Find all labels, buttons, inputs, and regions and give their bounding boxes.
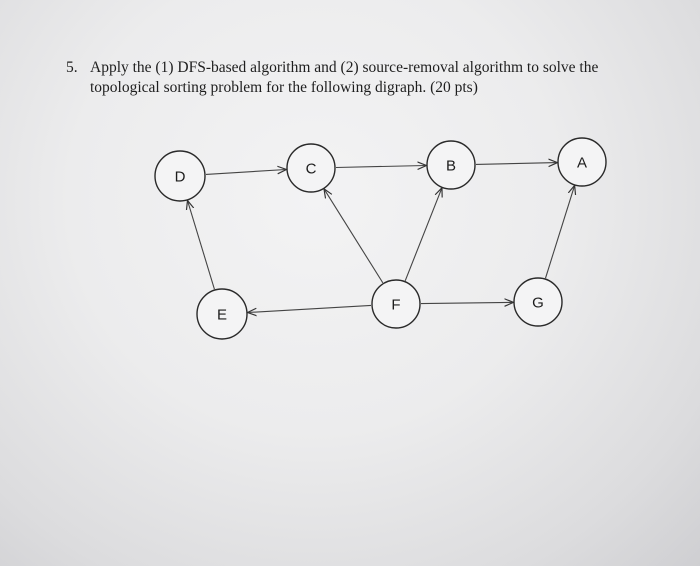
- node-label: A: [577, 155, 587, 172]
- edge-f-to-b: [404, 188, 442, 282]
- edge-b-to-a: [475, 163, 557, 165]
- edges: [188, 163, 575, 313]
- node-circle: [426, 140, 476, 190]
- node-circle: [196, 288, 248, 340]
- node-d: D: [154, 150, 206, 202]
- node-label: B: [446, 158, 456, 175]
- question-number: 5.: [66, 59, 78, 76]
- edge-f-to-c: [324, 189, 384, 284]
- node-a: A: [557, 137, 607, 187]
- node-g: G: [513, 277, 563, 327]
- edge-f-to-g: [420, 302, 513, 303]
- node-label: D: [175, 169, 186, 186]
- node-e: E: [196, 288, 248, 340]
- node-circle: [154, 150, 206, 202]
- nodes: D C B A E F G: [154, 137, 607, 340]
- edge-g-to-a: [544, 186, 575, 279]
- node-f: F: [371, 279, 421, 329]
- node-label: F: [391, 297, 400, 314]
- edge-e-to-d: [188, 201, 215, 290]
- edge-f-to-e: [248, 304, 372, 312]
- node-circle: [557, 137, 607, 187]
- node-c: C: [286, 143, 336, 193]
- node-b: B: [426, 140, 476, 190]
- node-circle: [513, 277, 563, 327]
- node-circle: [371, 279, 421, 329]
- edge-d-to-c: [205, 170, 286, 175]
- node-label: E: [217, 307, 227, 324]
- node-circle: [286, 143, 336, 193]
- edge-c-to-b: [335, 166, 426, 168]
- node-label: C: [306, 161, 317, 178]
- question-text: Apply the (1) DFS-based algorithm and (2…: [90, 59, 599, 96]
- node-label: G: [532, 295, 544, 312]
